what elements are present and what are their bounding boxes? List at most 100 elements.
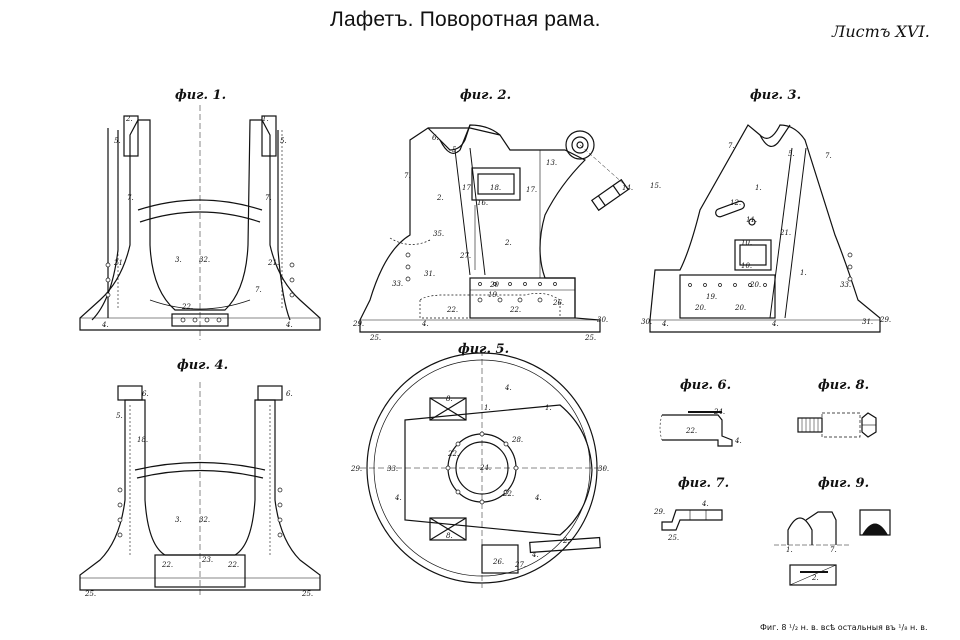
fig9-label: фиг. 9.: [818, 476, 870, 491]
scale-note: Фиг. 8 ¹/₂ н. в. всѣ остальныя въ ¹/₈ н.…: [760, 623, 928, 632]
fig2-part: 31.: [424, 270, 435, 278]
fig6-part: 22.: [685, 427, 697, 435]
page-title: Лафетъ. Поворотная рама.: [330, 8, 601, 31]
fig1-part: 2.: [125, 115, 133, 123]
fig2-part: 6.: [432, 134, 439, 142]
fig4-part: 25.: [84, 590, 96, 598]
fig2-part: 20: [489, 281, 499, 289]
fig1-part: 1.: [262, 115, 269, 123]
fig4-part: 22.: [227, 561, 239, 569]
fig5-part: 30.: [598, 465, 609, 473]
fig5-part: 2.: [562, 537, 570, 545]
fig3-part: 29.: [879, 316, 891, 324]
fig7-part: 25.: [667, 534, 679, 542]
fig1-part: 3.: [175, 256, 182, 264]
fig8-drawing: [797, 412, 877, 438]
fig2-part: 25.: [369, 334, 381, 342]
fig3-label: фиг. 3.: [750, 88, 802, 103]
fig1-part: 5.: [280, 137, 287, 145]
fig2-part: 5.: [452, 146, 459, 154]
fig3-part: 5.: [788, 150, 795, 158]
fig6-part: 24.: [713, 408, 725, 416]
fig2-part: 4.: [421, 320, 429, 328]
fig4-part: 22.: [161, 561, 173, 569]
fig9-part: 7.: [830, 546, 837, 554]
fig5-part: 4.: [504, 384, 512, 392]
fig5-part: 8.: [446, 395, 453, 403]
fig5-part: 27.: [514, 561, 526, 569]
fig6-label: фиг. 6.: [680, 378, 732, 393]
fig2-part: 18.: [490, 184, 501, 192]
fig5-part: 4.: [531, 551, 539, 559]
fig3-part: 4.: [661, 320, 669, 328]
fig3-part: 20.: [749, 281, 761, 289]
fig1-part: 21.: [113, 259, 125, 267]
fig2-label: фиг. 2.: [460, 88, 512, 103]
fig2-part: 13.: [546, 159, 557, 167]
fig1-part: 7.: [127, 194, 134, 202]
fig2-part: 7.: [404, 172, 411, 180]
fig4-drawing: 6. 6. 5. 18. 3. 32. 22. 23. 22. 25. 25.: [79, 382, 321, 598]
fig2-part: 27.: [459, 252, 471, 260]
fig2-part: 25.: [584, 334, 596, 342]
fig8-label: фиг. 8.: [818, 378, 870, 393]
fig5-part: 22.: [502, 490, 514, 498]
fig7-part: 29.: [653, 508, 665, 516]
fig5-part: 22.: [447, 450, 459, 458]
fig2-part: 19.: [488, 291, 499, 299]
fig1-part: 32.: [199, 256, 210, 264]
fig3-part: 10.: [741, 262, 752, 270]
fig7-drawing: 29. 25. 4.: [653, 500, 723, 542]
fig2-part: 17.: [462, 184, 473, 192]
fig3-part: 1.: [800, 269, 807, 277]
fig2-part: 22.: [446, 306, 458, 314]
fig3-part: 7.: [825, 152, 832, 160]
fig5-part: 26.: [492, 558, 504, 566]
fig1-part: 4.: [101, 321, 109, 329]
fig3-part: 12.: [730, 199, 741, 207]
fig3-part: 20.: [734, 304, 746, 312]
fig7-label: фиг. 7.: [678, 476, 730, 491]
fig5-part: 4.: [394, 494, 402, 502]
fig1-part: 5.: [114, 137, 121, 145]
fig4-part: 5.: [116, 412, 123, 420]
fig4-label: фиг. 4.: [177, 358, 229, 373]
fig1-part: 7.: [265, 194, 272, 202]
fig1-label: фиг. 1.: [175, 88, 227, 103]
sheet-number: Листъ XVI.: [832, 22, 930, 41]
fig3-part: 4.: [771, 320, 779, 328]
fig3-part: 11.: [746, 216, 757, 224]
fig5-part: 29.: [350, 465, 362, 473]
fig2-part: 35.: [433, 230, 444, 238]
fig2-part: 2.: [504, 239, 512, 247]
fig9-part: 2.: [811, 574, 819, 582]
fig3-drawing: 7. 5. 7. 1. 12. 11. 21. 10. 10. 1. 33. 2…: [641, 124, 891, 333]
fig3-part: 20.: [694, 304, 706, 312]
fig4-part: 3.: [175, 516, 182, 524]
fig9-drawing: 1. 7. 2.: [774, 509, 891, 586]
fig9-part: 1.: [786, 546, 793, 554]
fig5-part: 1.: [484, 404, 491, 412]
fig1-part: 22.: [181, 303, 193, 311]
fig2-part: 29.: [352, 320, 364, 328]
fig5-part: 8.: [446, 532, 453, 540]
fig6-drawing: 22. 24. 4.: [659, 408, 742, 447]
fig5-drawing: 4. 8. 1. 1. 28. 22. 24. 22. 29. 33. 4. 4…: [350, 350, 609, 588]
fig1-drawing: 2. 1. 5. 5. 7. 7. 3. 32. 21. 21. 22. 4. …: [79, 105, 321, 340]
fig4-part: 6.: [286, 390, 293, 398]
fig5-part: 24.: [479, 464, 491, 472]
fig5-part: 1.: [545, 404, 552, 412]
fig1-part: 4.: [285, 321, 293, 329]
fig1-part: 21.: [267, 259, 279, 267]
fig2-part: 16.: [477, 199, 488, 207]
fig2-part: 26.: [552, 299, 564, 307]
fig2-part: 14.: [622, 184, 633, 192]
fig3-part: 33.: [840, 281, 851, 289]
fig3-part: 30.: [641, 318, 652, 326]
fig3-part: 31.: [862, 318, 873, 326]
fig3-part: 21.: [779, 229, 791, 237]
fig2-part: 22.: [509, 306, 521, 314]
fig3-part: 1.: [755, 184, 762, 192]
fig1-part: 7.: [255, 286, 262, 294]
